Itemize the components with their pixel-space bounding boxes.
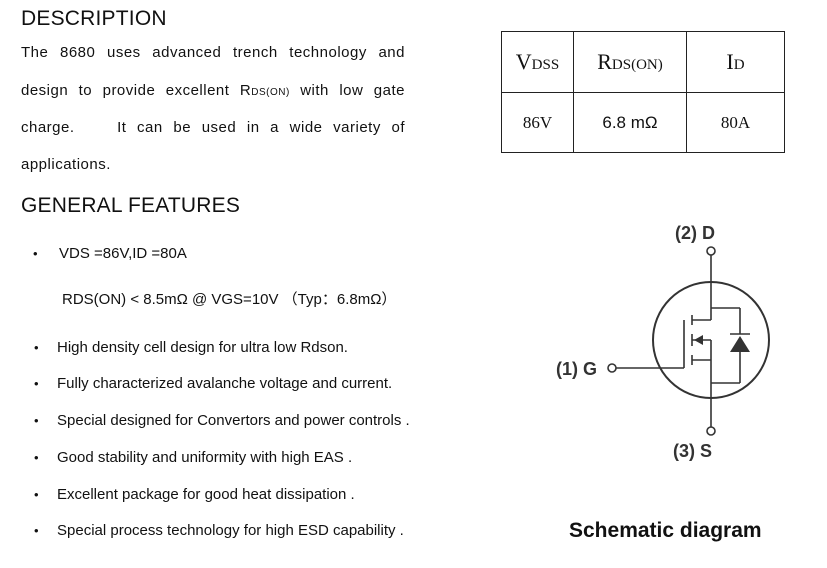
bullet-0: • — [33, 246, 38, 261]
header-id: ID — [686, 31, 785, 93]
description-line-3: charge. It can be used in a wide variety… — [21, 119, 405, 136]
rdson-sub: DS(ON) — [611, 57, 663, 73]
drain-label: (2) D — [675, 223, 715, 243]
feature-rdson: RDS(ON) < 8.5mΩ @ VGS=10V （Typ：6.8mΩ） — [62, 291, 397, 308]
id-sub: D — [733, 57, 745, 73]
value-id: 80A — [686, 92, 785, 153]
description-line-4: applications. — [21, 156, 111, 173]
package-circle — [652, 281, 770, 399]
feature-vds-id: VDS =86V,ID =80A — [59, 245, 187, 262]
drain-terminal — [706, 246, 716, 256]
bullet-3: • — [34, 413, 39, 428]
feature-item: High density cell design for ultra low R… — [57, 339, 348, 356]
spec-table: VDSS RDS(ON) ID 86V 6.8 mΩ 80A — [501, 31, 785, 153]
feature-item: Special designed for Convertors and powe… — [57, 412, 410, 429]
feature-item: Good stability and uniformity with high … — [57, 449, 353, 466]
description-line-2-end: with low gate — [289, 82, 405, 99]
feature-item: Special process technology for high ESD … — [57, 522, 404, 539]
bullet-1: • — [34, 340, 39, 355]
bullet-4: • — [34, 450, 39, 465]
bullet-2: • — [34, 376, 39, 391]
bullet-6: • — [34, 523, 39, 538]
channel-arrow-icon — [694, 335, 703, 345]
description-line-2: design to provide excellent RDS(ON) with… — [21, 82, 405, 99]
value-rdson: 6.8 mΩ — [573, 92, 687, 153]
schematic-title: Schematic diagram — [569, 519, 762, 542]
vdss-sub: DSS — [531, 57, 560, 73]
diode-triangle-icon — [730, 336, 750, 352]
feature-item: Fully characterized avalanche voltage an… — [57, 375, 393, 392]
description-line-2-start: design to provide excellent R — [21, 82, 252, 99]
spec-table-value-row: 86V 6.8 mΩ 80A — [501, 92, 785, 153]
description-heading: DESCRIPTION — [21, 7, 167, 30]
description-line-1: The 8680 uses advanced trench technology… — [21, 44, 405, 61]
id-main: I — [726, 49, 734, 74]
features-heading: GENERAL FEATURES — [21, 194, 241, 217]
rdson-main: R — [597, 49, 612, 74]
vdss-main: V — [515, 49, 532, 74]
mosfet-schematic: (2) D (1) G (3) S — [556, 223, 770, 461]
gate-label: (1) G — [556, 359, 597, 379]
feature-item: Excellent package for good heat dissipat… — [57, 486, 355, 503]
source-terminal — [706, 426, 716, 436]
header-rdson: RDS(ON) — [573, 31, 687, 93]
bullet-5: • — [34, 487, 39, 502]
source-label: (3) S — [673, 441, 712, 461]
spec-table-header-row: VDSS RDS(ON) ID — [501, 31, 785, 93]
gate-terminal — [607, 363, 617, 373]
header-vdss: VDSS — [501, 31, 574, 93]
rdson-subscript: DS(ON) — [251, 87, 290, 98]
value-vdss: 86V — [501, 92, 574, 153]
